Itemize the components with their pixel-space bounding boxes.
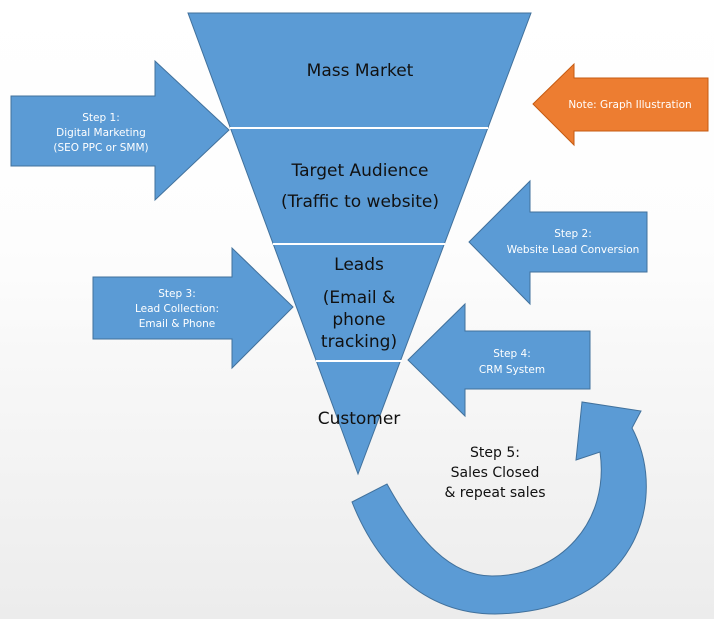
step5-title: Step 5: (470, 445, 520, 461)
note-arrow-shape (532, 62, 709, 147)
funnel-leads-sublabel-1: (Email & (323, 288, 395, 308)
step3-title: Step 3: (158, 288, 195, 300)
funnel-customer-label: Customer (318, 409, 401, 429)
u-turn-arrow-shape (351, 401, 647, 615)
step4-title: Step 4: (493, 348, 530, 360)
funnel-leads-sublabel-2: phone (332, 310, 385, 330)
u-turn-arrow-icon (351, 401, 647, 615)
note-arrow: Note: Graph Illustration (532, 62, 709, 147)
step2-description: Website Lead Conversion (507, 244, 640, 256)
step2-title: Step 2: (554, 228, 591, 240)
funnel-leads-sublabel-3: tracking) (321, 332, 397, 352)
step1-detail: (SEO PPC or SMM) (53, 142, 148, 154)
step1-arrow-shape (10, 59, 230, 202)
step5-label: Step 5: Sales Closed & repeat sales (444, 445, 545, 501)
step1-description: Digital Marketing (56, 127, 146, 139)
step3-arrow: Step 3: Lead Collection: Email & Phone (92, 246, 294, 370)
funnel-target-audience-label: Target Audience (291, 161, 429, 181)
funnel-leads-label: Leads (334, 255, 384, 275)
funnel-target-audience-sublabel: (Traffic to website) (281, 192, 439, 212)
step2-arrow: Step 2: Website Lead Conversion (468, 179, 648, 306)
funnel-mass-market-label: Mass Market (307, 61, 414, 81)
step3-arrow-shape (92, 246, 294, 370)
step3-detail: Email & Phone (139, 318, 216, 330)
step3-description: Lead Collection: (135, 303, 219, 315)
step5-description: Sales Closed (451, 465, 540, 481)
step1-arrow: Step 1: Digital Marketing (SEO PPC or SM… (10, 59, 230, 202)
step4-arrow: Step 4: CRM System (407, 302, 591, 418)
note-label: Note: Graph Illustration (568, 99, 691, 111)
step2-arrow-shape (468, 179, 648, 306)
step4-arrow-shape (407, 302, 591, 418)
step5-detail: & repeat sales (444, 485, 545, 501)
step4-description: CRM System (479, 364, 545, 376)
funnel: Mass Market Target Audience (Traffic to … (187, 12, 532, 476)
step1-title: Step 1: (82, 112, 119, 124)
